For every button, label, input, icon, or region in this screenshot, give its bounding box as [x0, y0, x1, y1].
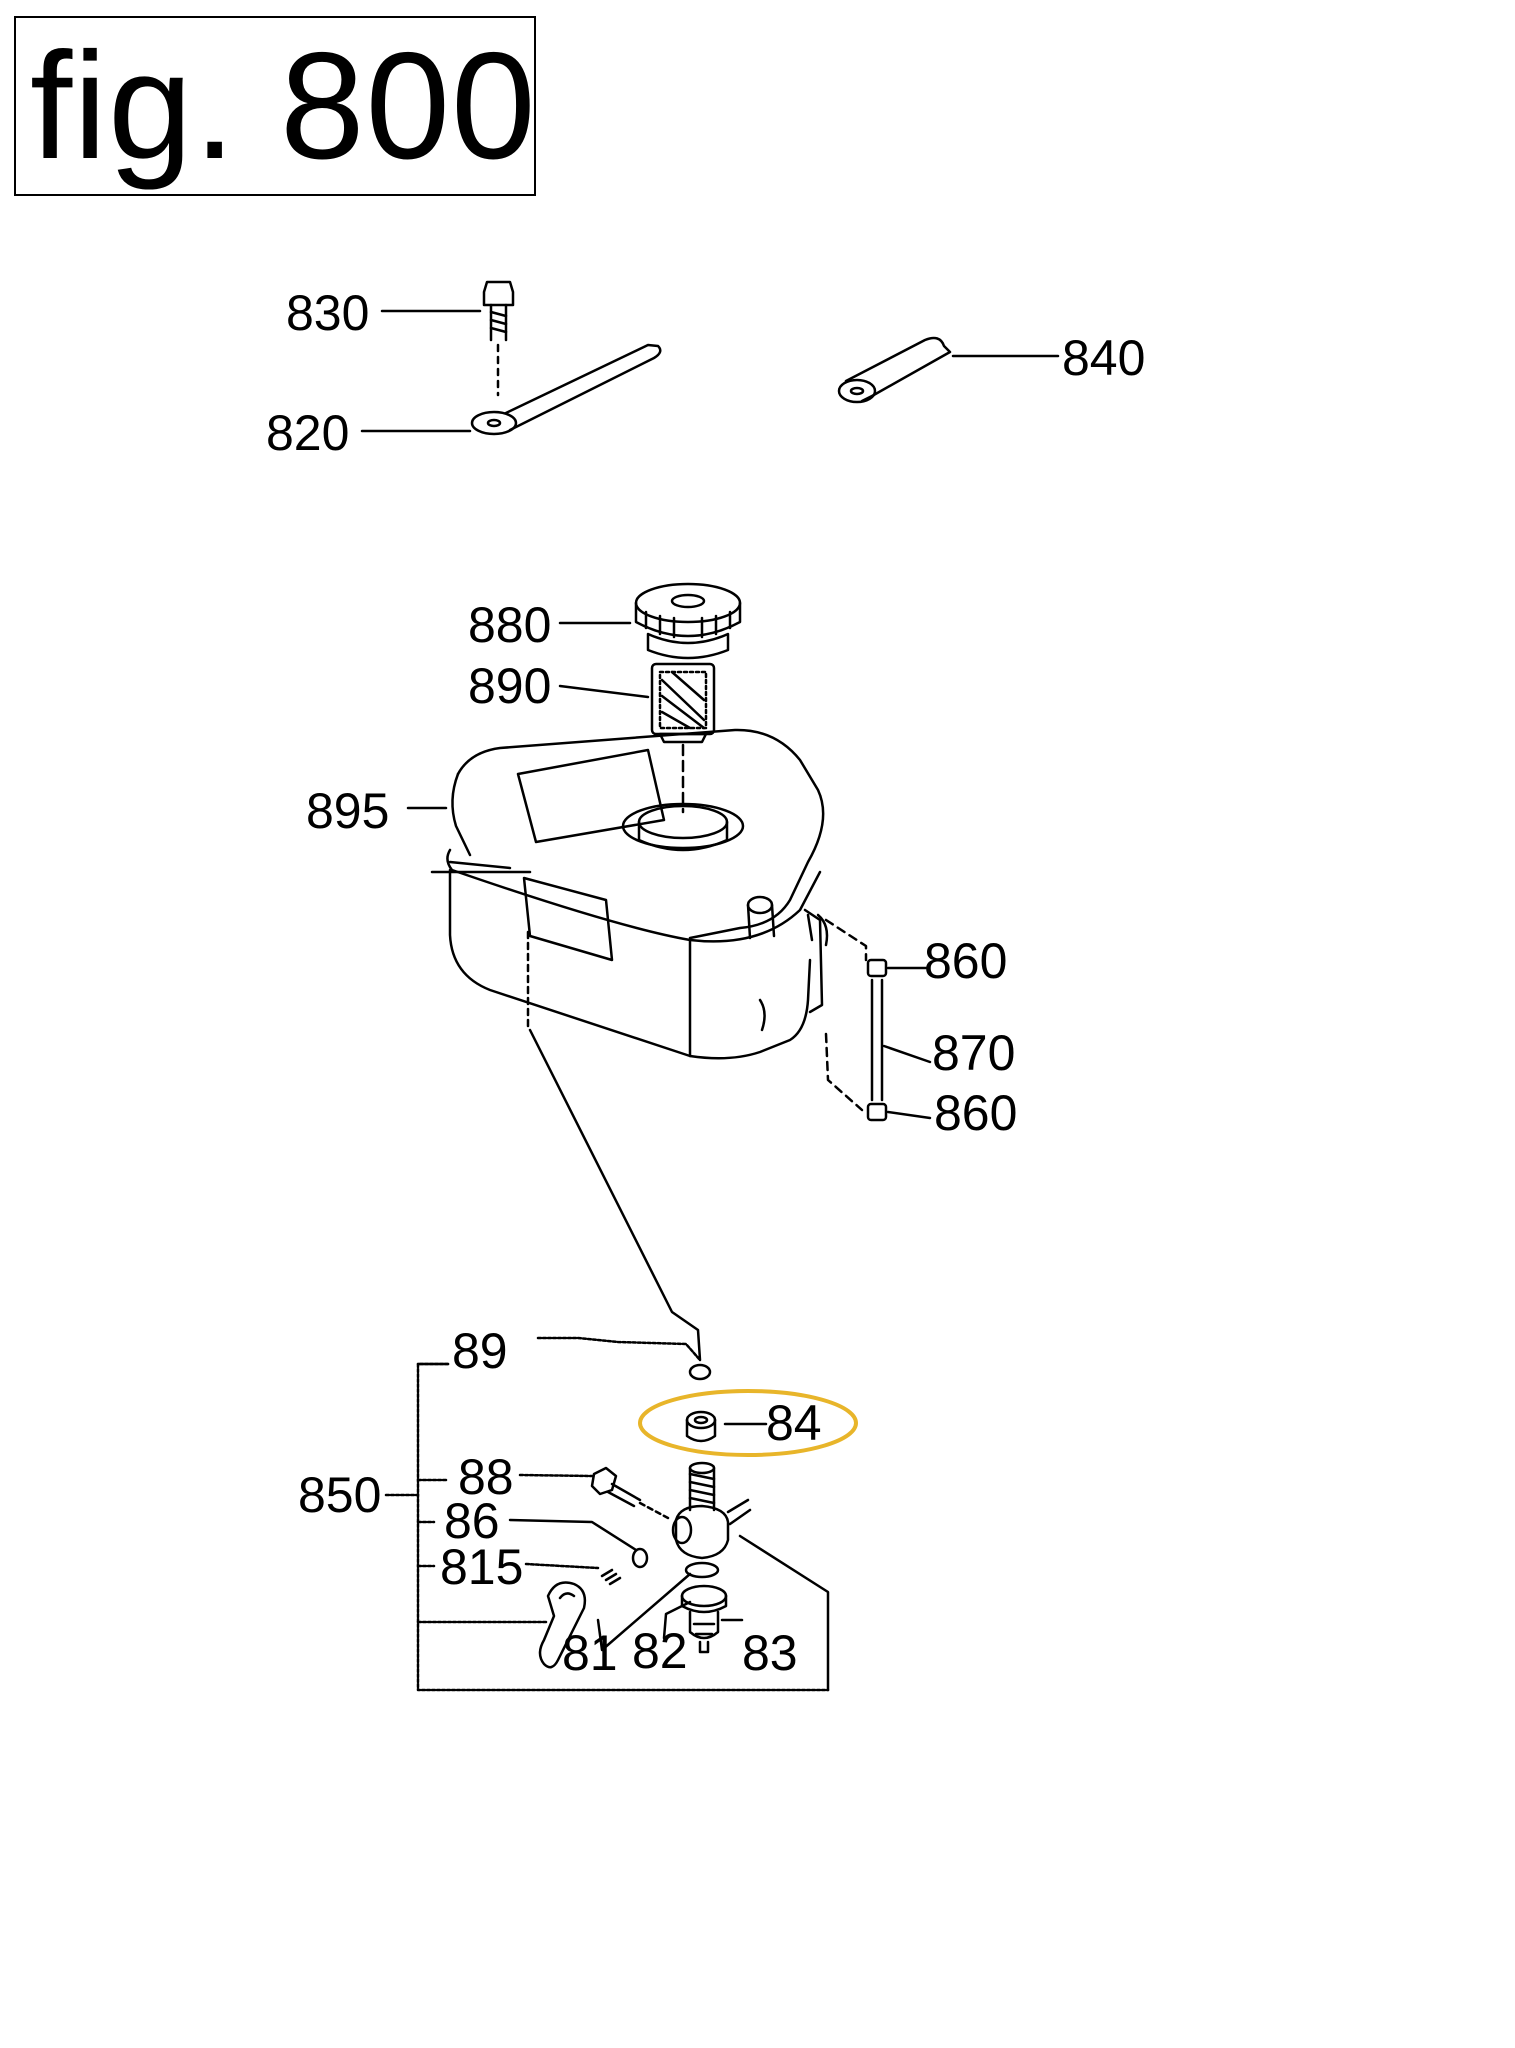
leader-81 [596, 1572, 692, 1652]
callout-88: 88 [458, 1449, 514, 1505]
leader-890 [558, 684, 650, 699]
sediment-cup-83 [680, 1584, 728, 1654]
leader-82 [662, 1600, 692, 1640]
callout-830: 830 [286, 285, 369, 341]
callout-labels: 830 820 840 880 890 895 860 870 860 89 8… [266, 285, 1145, 1681]
fuel-line [528, 1028, 702, 1362]
callout-850: 850 [298, 1467, 381, 1523]
valve-lever-81 [538, 1581, 587, 1669]
callout-86: 86 [444, 1493, 500, 1549]
bolt-830 [482, 280, 515, 397]
fuel-cap-880 [634, 582, 742, 660]
callout-860-bottom: 860 [934, 1085, 1017, 1141]
callout-870: 870 [932, 1025, 1015, 1081]
tank-decal-side [522, 876, 614, 962]
leader-86 [508, 1518, 638, 1552]
leader-83-outer [738, 1534, 830, 1692]
leader-860-bottom [886, 1110, 932, 1120]
leader-870 [882, 1044, 932, 1064]
highlight-ring-84 [638, 1389, 858, 1457]
figure-title-box: fig. 800 [14, 16, 536, 196]
callout-890: 890 [468, 658, 551, 714]
callout-860-top: 860 [924, 933, 1007, 989]
bolt-88 [590, 1466, 670, 1520]
figure-title: fig. 800 [30, 21, 537, 191]
gasket-82 [684, 1561, 720, 1579]
washer-86 [631, 1547, 649, 1569]
nut-860-top [866, 958, 888, 978]
callout-840: 840 [1062, 330, 1145, 386]
fuel-valve-assembly-850 [538, 1363, 830, 1692]
callout-820: 820 [266, 405, 349, 461]
strainer-890 [650, 662, 716, 814]
callout-895: 895 [306, 783, 389, 839]
spring-815 [600, 1568, 622, 1586]
oring-89 [688, 1363, 712, 1381]
leader-89 [536, 1336, 702, 1362]
callout-84: 84 [766, 1395, 822, 1451]
strap-840 [837, 336, 952, 404]
callout-83: 83 [742, 1625, 798, 1681]
callout-89: 89 [452, 1323, 508, 1379]
fuel-tank-895 [446, 728, 829, 1060]
strap-820 [470, 343, 662, 436]
leader-815 [524, 1562, 600, 1570]
mounting-rod-870 [824, 918, 888, 1122]
nut-860-bottom [866, 1102, 888, 1122]
callout-880: 880 [468, 597, 551, 653]
nut-84 [685, 1410, 717, 1443]
tank-decal-top [516, 748, 666, 844]
callout-82: 82 [632, 1623, 688, 1679]
leader-88 [518, 1473, 594, 1478]
callout-81: 81 [562, 1625, 618, 1681]
callout-815: 815 [440, 1539, 523, 1595]
